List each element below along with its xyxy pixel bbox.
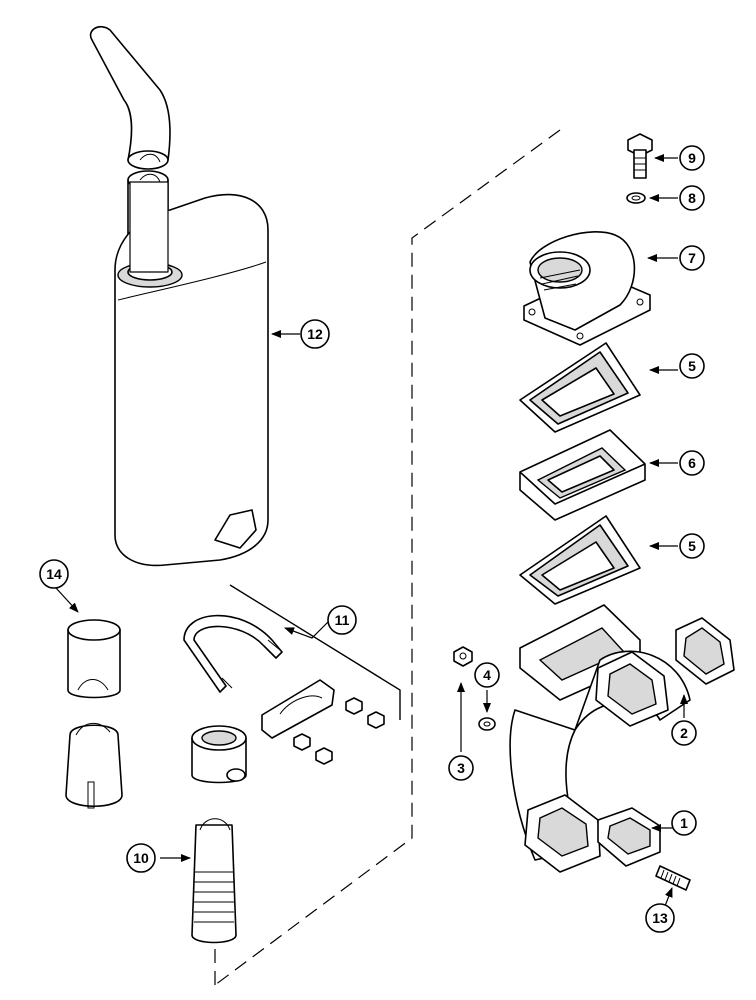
callout-8: 8 — [679, 185, 705, 211]
gasket-lower-part — [519, 515, 641, 605]
stud-part — [655, 865, 691, 891]
callout-3: 3 — [448, 755, 474, 781]
muffler-part — [89, 25, 269, 567]
clamp-kit-part — [183, 584, 401, 765]
sleeve-part — [191, 725, 247, 784]
washer-part — [626, 192, 646, 204]
callout-2: 2 — [671, 720, 697, 746]
spacer-block-part — [519, 429, 646, 521]
nut-part — [453, 646, 473, 667]
callout-label: 3 — [457, 760, 465, 776]
callout-label: 6 — [688, 455, 696, 471]
exhaust-elbow-part — [523, 231, 651, 346]
callout-5-upper: 5 — [679, 353, 705, 379]
callout-label: 7 — [688, 250, 696, 266]
callout-label: 5 — [688, 538, 696, 554]
callout-6: 6 — [679, 450, 705, 476]
callout-4: 4 — [474, 662, 500, 688]
flange-gasket-part — [597, 807, 661, 867]
flat-washer-part — [478, 717, 496, 731]
callout-12: 12 — [300, 319, 330, 349]
callout-label: 1 — [680, 815, 688, 831]
bolt-part — [627, 133, 653, 179]
callout-7: 7 — [679, 245, 705, 271]
callout-label: 9 — [688, 150, 696, 166]
callout-label: 8 — [688, 190, 696, 206]
pipe-coupling-part — [65, 619, 123, 809]
callout-13: 13 — [645, 903, 675, 933]
callout-label: 12 — [307, 326, 323, 342]
callout-label: 14 — [46, 566, 62, 582]
callout-label: 10 — [133, 850, 149, 866]
callout-14: 14 — [39, 559, 69, 589]
callout-label: 2 — [680, 725, 688, 741]
callout-9: 9 — [679, 145, 705, 171]
callout-5-lower: 5 — [679, 533, 705, 559]
callout-label: 5 — [688, 358, 696, 374]
threaded-pipe-part — [191, 818, 237, 944]
callout-label: 4 — [483, 667, 491, 683]
gasket-upper-part — [519, 342, 641, 433]
callout-1: 1 — [671, 810, 697, 836]
callout-10: 10 — [126, 843, 156, 873]
callout-label: 13 — [652, 910, 668, 926]
callout-label: 11 — [335, 612, 350, 628]
callout-11: 11 — [327, 605, 357, 635]
